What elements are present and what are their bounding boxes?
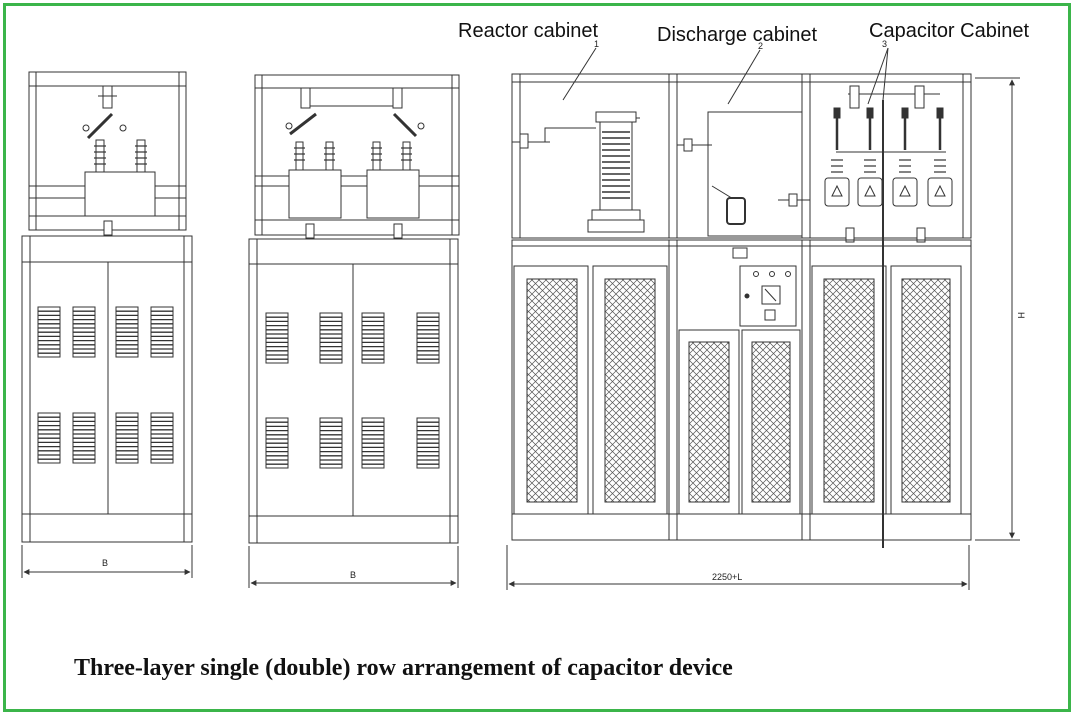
discharge-cabinet-label: Discharge cabinet — [657, 24, 818, 46]
vent-louver — [72, 412, 96, 464]
vent-louver — [115, 412, 139, 464]
lower-cabinet — [21, 235, 193, 543]
vent-louvers — [37, 306, 440, 469]
vent-louver — [37, 412, 61, 464]
vent-louver — [361, 417, 385, 469]
callout-number-1: 1 — [594, 39, 599, 49]
diagram-caption: Three-layer single (double) row arrangem… — [74, 655, 733, 681]
vent-louver — [265, 417, 289, 469]
top-frame — [254, 74, 460, 236]
vent-louver — [265, 312, 289, 364]
callout-number-3: 3 — [882, 39, 887, 49]
vent-louver — [319, 417, 343, 469]
vent-louver — [72, 306, 96, 358]
cabinet-double-row — [248, 74, 460, 588]
reactor-cabinet-label: Reactor cabinet — [458, 20, 599, 42]
dimension-b-left: B — [102, 558, 108, 568]
vent-louver — [361, 312, 385, 364]
vent-louver — [115, 306, 139, 358]
mesh-panel — [823, 278, 875, 503]
dimension-b-middle: B — [350, 570, 356, 580]
callout-number-2: 2 — [758, 41, 763, 51]
vent-louver — [416, 312, 440, 364]
lower-cabinet — [248, 238, 459, 544]
dimension-height: H — [1016, 312, 1026, 319]
capacitor-cabinet-label: Capacitor Cabinet — [869, 20, 1030, 42]
reactor-coil — [512, 111, 645, 233]
cabinet-row-assembly — [506, 47, 1020, 590]
mesh-panel — [604, 278, 656, 503]
vent-louver — [150, 306, 174, 358]
discharge-unit — [677, 111, 810, 237]
mesh-panel — [901, 278, 951, 503]
vent-louver — [416, 417, 440, 469]
vent-louver — [319, 312, 343, 364]
vent-louver — [37, 306, 61, 358]
capacitor-units — [824, 85, 953, 243]
vent-louver — [150, 412, 174, 464]
mesh-panel — [751, 341, 791, 503]
dimension-total-width: 2250+L — [712, 572, 742, 582]
mesh-panel — [526, 278, 578, 503]
cabinet-single-row — [21, 71, 193, 578]
mesh-panel — [688, 341, 730, 503]
mesh-panels — [526, 278, 951, 503]
